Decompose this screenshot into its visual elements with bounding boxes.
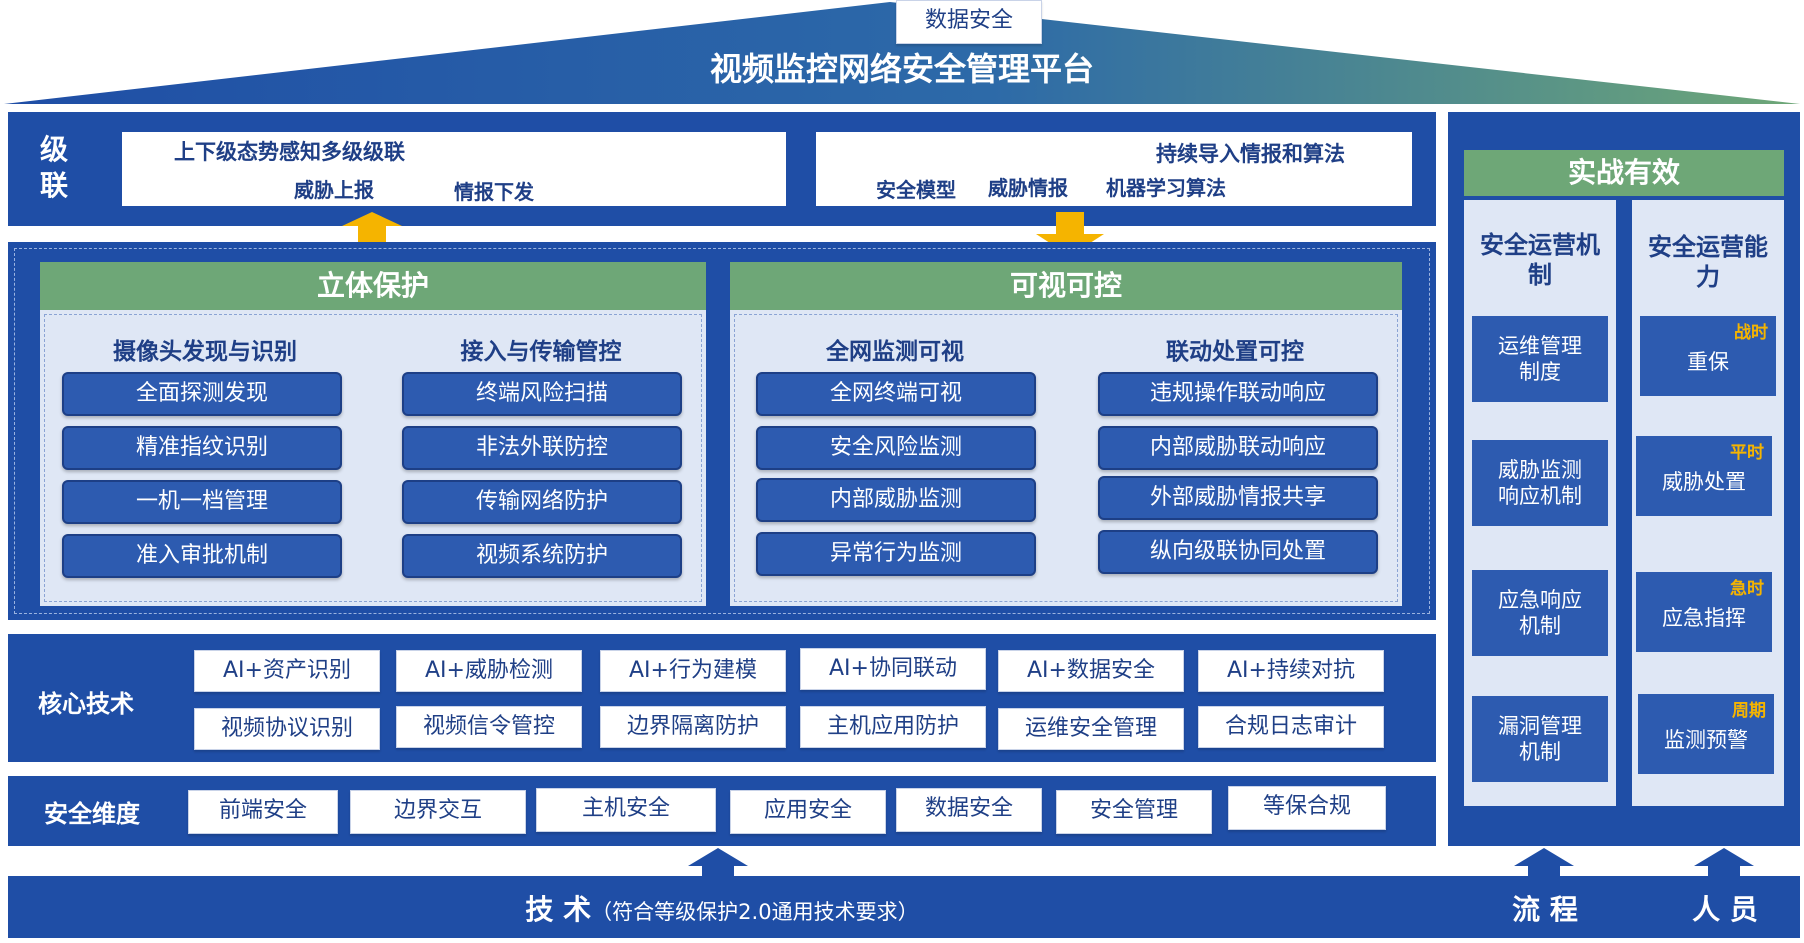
security-dim-chip: 边界交互 (350, 790, 526, 834)
security-dim-chip: 前端安全 (188, 790, 338, 834)
capability-tag: 战时 (1734, 323, 1768, 343)
visible-col1-title: 全网监测可视 (826, 339, 964, 365)
security-dim-chip: 数据安全 (896, 788, 1042, 832)
visible-item: 纵向级联协同处置 (1098, 530, 1378, 574)
protection-item: 视频系统防护 (402, 534, 682, 578)
capability-label: 威胁处置 (1662, 470, 1746, 494)
visible-title: 可视可控 (730, 262, 1402, 310)
visible-item: 全网终端可视 (756, 372, 1036, 416)
middle-panel-dashed-border (14, 248, 1430, 614)
core-tech-chip: 边界隔离防护 (600, 706, 786, 748)
protection-col2-title: 接入与传输管控 (460, 339, 622, 365)
protection-item: 终端风险扫描 (402, 372, 682, 416)
protection-item: 一机一档管理 (62, 480, 342, 524)
effective-capability: 战时 重保 (1640, 316, 1776, 396)
cascade-box-2-item: 安全模型 (876, 178, 956, 202)
visible-item: 内部威胁监测 (756, 478, 1036, 522)
core-tech-chip: AI+协同联动 (800, 648, 986, 690)
footer-tech: 技 术（符合等级保护2.0通用技术要求） (0, 888, 1444, 928)
capability-tag: 急时 (1730, 579, 1764, 599)
core-tech-chip: AI+数据安全 (998, 650, 1184, 692)
effective-col2-title: 安全运营能力 (1648, 233, 1768, 291)
core-tech-chip: 视频协议识别 (194, 708, 380, 750)
capability-label: 监测预警 (1664, 728, 1748, 752)
security-dim-chip: 安全管理 (1056, 790, 1212, 834)
visible-item: 内部威胁联动响应 (1098, 426, 1378, 470)
capability-tag: 平时 (1730, 443, 1764, 463)
up-arrow-icon (1694, 848, 1754, 878)
effective-col1-title: 安全运营机制 (1480, 231, 1600, 289)
protection-col1-title: 摄像头发现与识别 (113, 339, 297, 365)
cascade-box-1-item: 情报下发 (454, 180, 534, 204)
protection-item: 精准指纹识别 (62, 426, 342, 470)
cascade-box-1-header: 上下级态势感知多级级联 (174, 140, 405, 164)
effective-title: 实战有效 (1464, 150, 1784, 196)
roof (4, 2, 1800, 104)
core-tech-chip: AI+行为建模 (600, 650, 786, 692)
security-dim-chip: 等保合规 (1228, 786, 1386, 830)
protection-section: 立体保护 摄像头发现与识别 接入与传输管控 全面探测发现 精准指纹识别 一机一档… (40, 262, 706, 606)
visible-item: 违规操作联动响应 (1098, 372, 1378, 416)
effective-col2: 安全运营能力 战时 重保 平时 威胁处置 急时 应急指挥 周期 监测预警 (1632, 200, 1784, 806)
cascade-box-2-item: 威胁情报 (988, 176, 1068, 200)
effective-capability: 周期 监测预警 (1638, 694, 1774, 774)
security-dim-chip: 应用安全 (730, 790, 886, 834)
visible-section: 可视可控 全网监测可视 联动处置可控 全网终端可视 安全风险监测 内部威胁监测 … (730, 262, 1402, 606)
protection-item: 非法外联防控 (402, 426, 682, 470)
footer-tech-label: 技 术 (525, 893, 592, 926)
effective-capability: 平时 威胁处置 (1636, 436, 1772, 516)
up-arrow-icon (1514, 848, 1574, 878)
effective-mechanism: 威胁监测响应机制 (1472, 440, 1608, 526)
footer-people: 人 员 (1692, 893, 1758, 926)
effective-mechanism: 应急响应机制 (1472, 570, 1608, 656)
cascade-box-2-header: 持续导入情报和算法 (1156, 142, 1345, 166)
protection-item: 准入审批机制 (62, 534, 342, 578)
security-dim-chip: 数据安全 (896, 0, 1042, 44)
protection-item: 传输网络防护 (402, 480, 682, 524)
visible-dashed-border (734, 314, 1398, 602)
core-tech-label: 核心技术 (38, 690, 134, 718)
capability-label: 重保 (1687, 350, 1729, 374)
core-tech-chip: 主机应用防护 (800, 706, 986, 748)
capability-tag: 周期 (1732, 701, 1766, 721)
visible-item: 异常行为监测 (756, 532, 1036, 576)
visible-item: 安全风险监测 (756, 426, 1036, 470)
cascade-box-2-item: 机器学习算法 (1106, 176, 1226, 200)
visible-col2-title: 联动处置可控 (1166, 339, 1304, 365)
core-tech-chip: 运维安全管理 (998, 708, 1184, 750)
up-arrow-icon (688, 848, 748, 878)
capability-label: 应急指挥 (1662, 606, 1746, 630)
security-dim-label: 安全维度 (44, 800, 140, 828)
core-tech-chip: AI+持续对抗 (1198, 650, 1384, 692)
protection-item: 全面探测发现 (62, 372, 342, 416)
effective-mechanism: 漏洞管理机制 (1472, 696, 1608, 782)
core-tech-chip: 视频信令管控 (396, 706, 582, 748)
cascade-label: 级联 (40, 133, 69, 202)
cascade-box-2: 持续导入情报和算法 安全模型 威胁情报 机器学习算法 (816, 132, 1412, 206)
footer-process: 流 程 (1512, 893, 1578, 926)
security-dim-chip: 主机安全 (536, 788, 716, 832)
effective-col1: 安全运营机制 运维管理制度 威胁监测响应机制 应急响应机制 漏洞管理机制 (1464, 200, 1616, 806)
cascade-box-1-item: 威胁上报 (294, 178, 374, 202)
visible-item: 外部威胁情报共享 (1098, 476, 1378, 520)
footer-bar (8, 876, 1800, 938)
core-tech-chip: AI+资产识别 (194, 650, 380, 692)
core-tech-chip: AI+威胁检测 (396, 650, 582, 692)
cascade-box-1: 上下级态势感知多级级联 威胁上报 情报下发 (122, 132, 786, 206)
core-tech-chip: 合规日志审计 (1198, 706, 1384, 748)
footer-tech-note: （符合等级保护2.0通用技术要求） (591, 900, 919, 924)
protection-dashed-border (44, 314, 702, 602)
effective-mechanism: 运维管理制度 (1472, 316, 1608, 402)
effective-capability: 急时 应急指挥 (1636, 572, 1772, 652)
protection-title: 立体保护 (40, 262, 706, 310)
page-title: 视频监控网络安全管理平台 (709, 50, 1094, 88)
